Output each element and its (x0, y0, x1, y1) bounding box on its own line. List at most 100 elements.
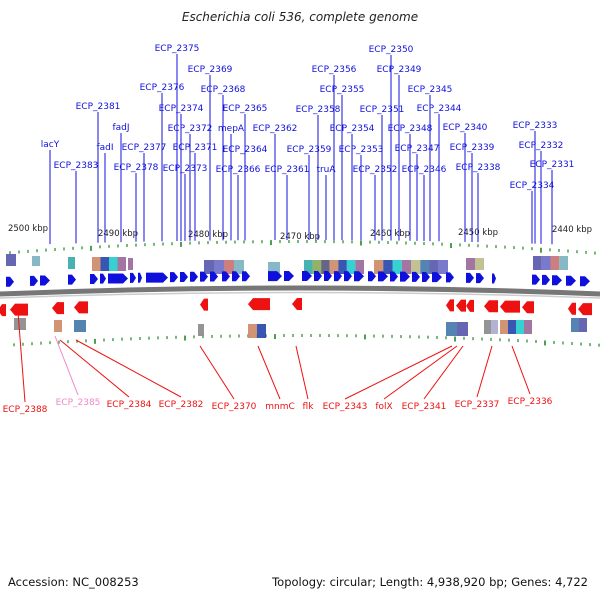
forward-gene-arrow (138, 272, 142, 283)
reverse-gene-label: ECP_2370 (212, 402, 257, 412)
reverse-gene-label: ECP_2337 (455, 400, 500, 410)
reverse-gene-arrow (292, 298, 302, 311)
forward-gene-label: ECP_2339 (450, 143, 495, 153)
forward-gene-label: ECP_2356 (312, 65, 357, 75)
forward-gene-arrow (476, 273, 484, 284)
domain-box (214, 260, 224, 274)
domain-box (429, 260, 439, 274)
reverse-gene-label: ECP_2341 (402, 402, 447, 412)
forward-gene-arrow (268, 271, 282, 282)
forward-gene-label: ECP_2353 (339, 145, 384, 155)
domain-box (383, 260, 393, 274)
forward-gene-label: ECP_2383 (54, 161, 99, 171)
forward-gene-label: ECP_2346 (402, 165, 447, 175)
forward-gene-arrow (30, 275, 38, 286)
reverse-gene-arrow (200, 298, 208, 311)
forward-gene-arrow (552, 275, 562, 286)
forward-gene-label: ECP_2381 (76, 102, 121, 112)
domain-box (392, 260, 402, 274)
domain-box (234, 260, 244, 274)
domain-box (374, 260, 384, 274)
reverse-gene-arrow (484, 300, 498, 313)
forward-gene-arrow (446, 272, 454, 283)
domain-box (508, 320, 516, 334)
domain-box (401, 260, 411, 274)
reverse-gene-label: ECP_2385 (56, 398, 101, 408)
forward-gene-arrow (232, 271, 240, 282)
scale-label: 2490 kbp (98, 229, 138, 239)
scale-ticks (9, 240, 600, 347)
reverse-gene-arrow (522, 301, 534, 314)
forward-gene-label: ECP_2358 (296, 105, 341, 115)
domain-box (516, 320, 524, 334)
forward-gene-label: ECP_2332 (519, 141, 564, 151)
domain-box (312, 260, 322, 274)
domain-box (54, 320, 62, 332)
reverse-gene-arrow (500, 300, 520, 313)
domain-box (100, 257, 109, 271)
domain-box (500, 320, 508, 334)
domain-box (438, 260, 448, 274)
forward-gene-label: ECP_2347 (395, 144, 440, 154)
forward-gene-label: lacY (41, 140, 60, 150)
forward-gene-label: ECP_2376 (140, 83, 185, 93)
domain-box (74, 320, 86, 332)
forward-gene-label: ECP_2375 (155, 44, 200, 54)
forward-gene-arrow (6, 276, 14, 287)
forward-gene-label: ECP_2365 (223, 104, 268, 114)
forward-gene-label: ECP_2378 (114, 163, 159, 173)
reverse-leader-line (17, 311, 26, 403)
forward-gene-arrow (390, 271, 398, 282)
forward-gene-label: ECP_2338 (456, 163, 501, 173)
reverse-leader-line (75, 339, 182, 398)
forward-gene-label: ECP_2352 (353, 165, 398, 175)
backbone-shadow (0, 291, 600, 299)
forward-gene-label: ECP_2331 (530, 160, 575, 170)
forward-gene-arrow (378, 271, 388, 282)
forward-gene-label: ECP_2371 (173, 143, 218, 153)
scale-label: 2470 kbp (280, 232, 320, 242)
domain-box (550, 256, 560, 270)
forward-gene-arrow (542, 274, 550, 285)
forward-gene-label: ECP_2369 (188, 65, 233, 75)
domain-box (533, 256, 542, 270)
forward-gene-arrow (222, 271, 230, 282)
feature-boxes (6, 254, 587, 338)
reverse-leader-line (295, 345, 309, 400)
forward-gene-arrow (368, 271, 376, 282)
reverse-gene-label: ECP_2384 (107, 400, 152, 410)
forward-gene-arrow (40, 275, 50, 286)
forward-gene-arrow (302, 271, 312, 282)
reverse-gene-label: ECP_2388 (3, 405, 48, 415)
forward-gene-arrow (100, 273, 106, 284)
domain-box (355, 260, 364, 274)
forward-gene-label: ECP_2333 (513, 121, 558, 131)
forward-gene-arrow (354, 271, 364, 282)
domain-box (14, 318, 26, 330)
forward-gene-arrow (334, 271, 342, 282)
forward-gene-label: ECP_2359 (287, 145, 332, 155)
reverse-gene-arrow (456, 299, 466, 312)
forward-gene-arrow (324, 271, 332, 282)
forward-gene-arrow (314, 271, 322, 282)
domain-box (559, 256, 568, 270)
scale-label: 2500 kbp (8, 224, 48, 234)
reverse-leader-line (59, 339, 130, 398)
reverse-gene-arrow (74, 301, 88, 314)
forward-gene-label: fadJ (112, 123, 129, 133)
domain-box (268, 262, 280, 274)
domain-box (541, 256, 551, 270)
forward-gene-label: ECP_2340 (443, 123, 488, 133)
forward-gene-label: truA (316, 165, 336, 175)
reverse-gene-label: ECP_2343 (323, 402, 368, 412)
reverse-gene-arrow (568, 302, 576, 315)
domain-box (109, 257, 118, 271)
domain-box (457, 322, 468, 336)
domain-box (224, 260, 234, 274)
reverse-leader-line (423, 345, 464, 400)
forward-gene-arrow (108, 273, 128, 284)
reverse-gene-arrow (10, 303, 28, 316)
domain-box (248, 324, 257, 338)
